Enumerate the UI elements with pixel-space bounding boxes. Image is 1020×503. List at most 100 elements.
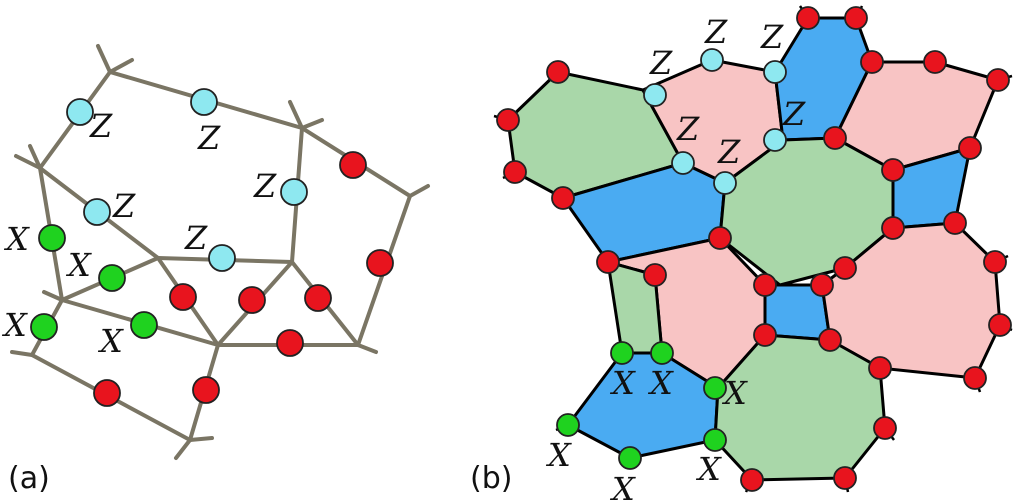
z-label: Z xyxy=(676,110,700,148)
red-qubit xyxy=(596,250,620,274)
edge-stub xyxy=(408,184,430,198)
green-x-qubit xyxy=(618,446,642,470)
cyan-z-qubit xyxy=(280,178,308,206)
panel-a-label: (a) xyxy=(8,461,50,496)
z-label: Z xyxy=(704,13,728,51)
red-qubit xyxy=(796,6,820,30)
x-label: X xyxy=(647,364,674,402)
cyan-z-qubit xyxy=(208,244,236,272)
panel-a: Z Z Z Z Z X X X X (a) xyxy=(1,44,430,496)
z-label: Z xyxy=(89,107,113,145)
cyan-z-qubit xyxy=(83,198,111,226)
cyan-z-qubit xyxy=(671,151,695,175)
red-qubit xyxy=(868,356,892,380)
panel-b-qubits xyxy=(496,6,1012,492)
panel-b-plaquettes xyxy=(506,16,1002,482)
z-label: Z xyxy=(184,219,208,257)
red-qubit xyxy=(238,286,266,314)
x-label: X xyxy=(695,450,722,488)
cyan-z-qubit xyxy=(763,128,787,152)
z-label: Z xyxy=(649,44,673,82)
red-qubit xyxy=(983,250,1007,274)
green-x-qubit xyxy=(610,341,634,365)
red-qubit xyxy=(860,50,884,74)
x-label: X xyxy=(609,364,636,402)
green-x-qubit xyxy=(556,413,580,437)
green-x-qubit xyxy=(650,341,674,365)
panel-b-label: (b) xyxy=(470,461,512,496)
red-qubit xyxy=(881,158,905,182)
red-qubit xyxy=(873,416,897,440)
edge-stub xyxy=(42,290,64,302)
red-qubit xyxy=(823,126,847,150)
z-label: Z xyxy=(197,119,221,157)
edge-stub xyxy=(288,100,304,130)
cyan-z-qubit xyxy=(643,83,667,107)
panel-a-qubits xyxy=(30,88,394,407)
red-qubit xyxy=(833,256,857,280)
edge-stub xyxy=(188,436,214,442)
red-qubit xyxy=(923,50,947,74)
red-qubit xyxy=(366,249,394,277)
z-label: Z xyxy=(112,187,136,225)
red-qubit xyxy=(943,211,967,235)
cyan-z-qubit xyxy=(190,88,218,116)
red-qubit xyxy=(818,328,842,352)
red-qubit xyxy=(546,60,570,84)
panel-a-edge-stubs xyxy=(10,44,430,460)
cyan-z-qubit xyxy=(700,48,724,72)
red-qubit xyxy=(844,6,868,30)
red-qubit xyxy=(169,283,197,311)
edge-stub xyxy=(174,438,192,460)
red-qubit xyxy=(276,329,304,357)
panel-a-z-labels: Z Z Z Z Z xyxy=(89,107,277,257)
cyan-z-qubit xyxy=(713,171,737,195)
edge-stub xyxy=(28,144,42,170)
z-label: Z xyxy=(717,133,741,171)
x-label: X xyxy=(97,322,124,360)
red-qubit xyxy=(339,151,367,179)
cyan-z-qubit xyxy=(763,60,787,84)
green-x-qubit xyxy=(130,311,158,339)
red-qubit xyxy=(753,273,777,297)
edge-stub xyxy=(300,118,324,130)
pink-plaquette xyxy=(820,221,1002,380)
red-qubit xyxy=(304,284,332,312)
x-label: X xyxy=(545,436,572,474)
red-qubit xyxy=(963,366,987,390)
red-qubit xyxy=(810,273,834,297)
x-label: X xyxy=(721,374,748,412)
x-label: X xyxy=(3,220,30,258)
green-x-qubit xyxy=(30,313,58,341)
red-qubit xyxy=(496,108,520,132)
z-label: Z xyxy=(782,95,806,133)
red-qubit xyxy=(93,379,121,407)
red-qubit xyxy=(503,160,527,184)
red-qubit xyxy=(753,323,777,347)
panel-b-x-labels: X X X X X X xyxy=(545,364,748,503)
red-qubit xyxy=(740,468,764,492)
red-qubit xyxy=(192,376,220,404)
x-label: X xyxy=(1,306,28,344)
green-x-qubit xyxy=(703,376,727,400)
cyan-z-qubit xyxy=(66,98,94,126)
x-label: X xyxy=(65,246,92,284)
edge-stub xyxy=(356,343,378,354)
edge-stub xyxy=(10,350,34,357)
red-qubit xyxy=(986,68,1010,92)
edge-stub xyxy=(96,44,112,74)
x-label: X xyxy=(609,470,636,503)
edge-stub xyxy=(108,58,134,74)
edge-stub xyxy=(14,154,42,170)
red-qubit xyxy=(881,216,905,240)
z-label: Z xyxy=(760,18,784,56)
red-qubit xyxy=(643,263,667,287)
red-qubit xyxy=(988,313,1012,337)
red-qubit xyxy=(551,186,575,210)
green-x-qubit xyxy=(38,224,66,252)
green-x-qubit xyxy=(98,264,126,292)
red-qubit xyxy=(833,466,857,490)
panel-b-z-labels: Z Z Z Z Z Z xyxy=(649,13,806,171)
panel-a-x-labels: X X X X xyxy=(1,220,124,360)
